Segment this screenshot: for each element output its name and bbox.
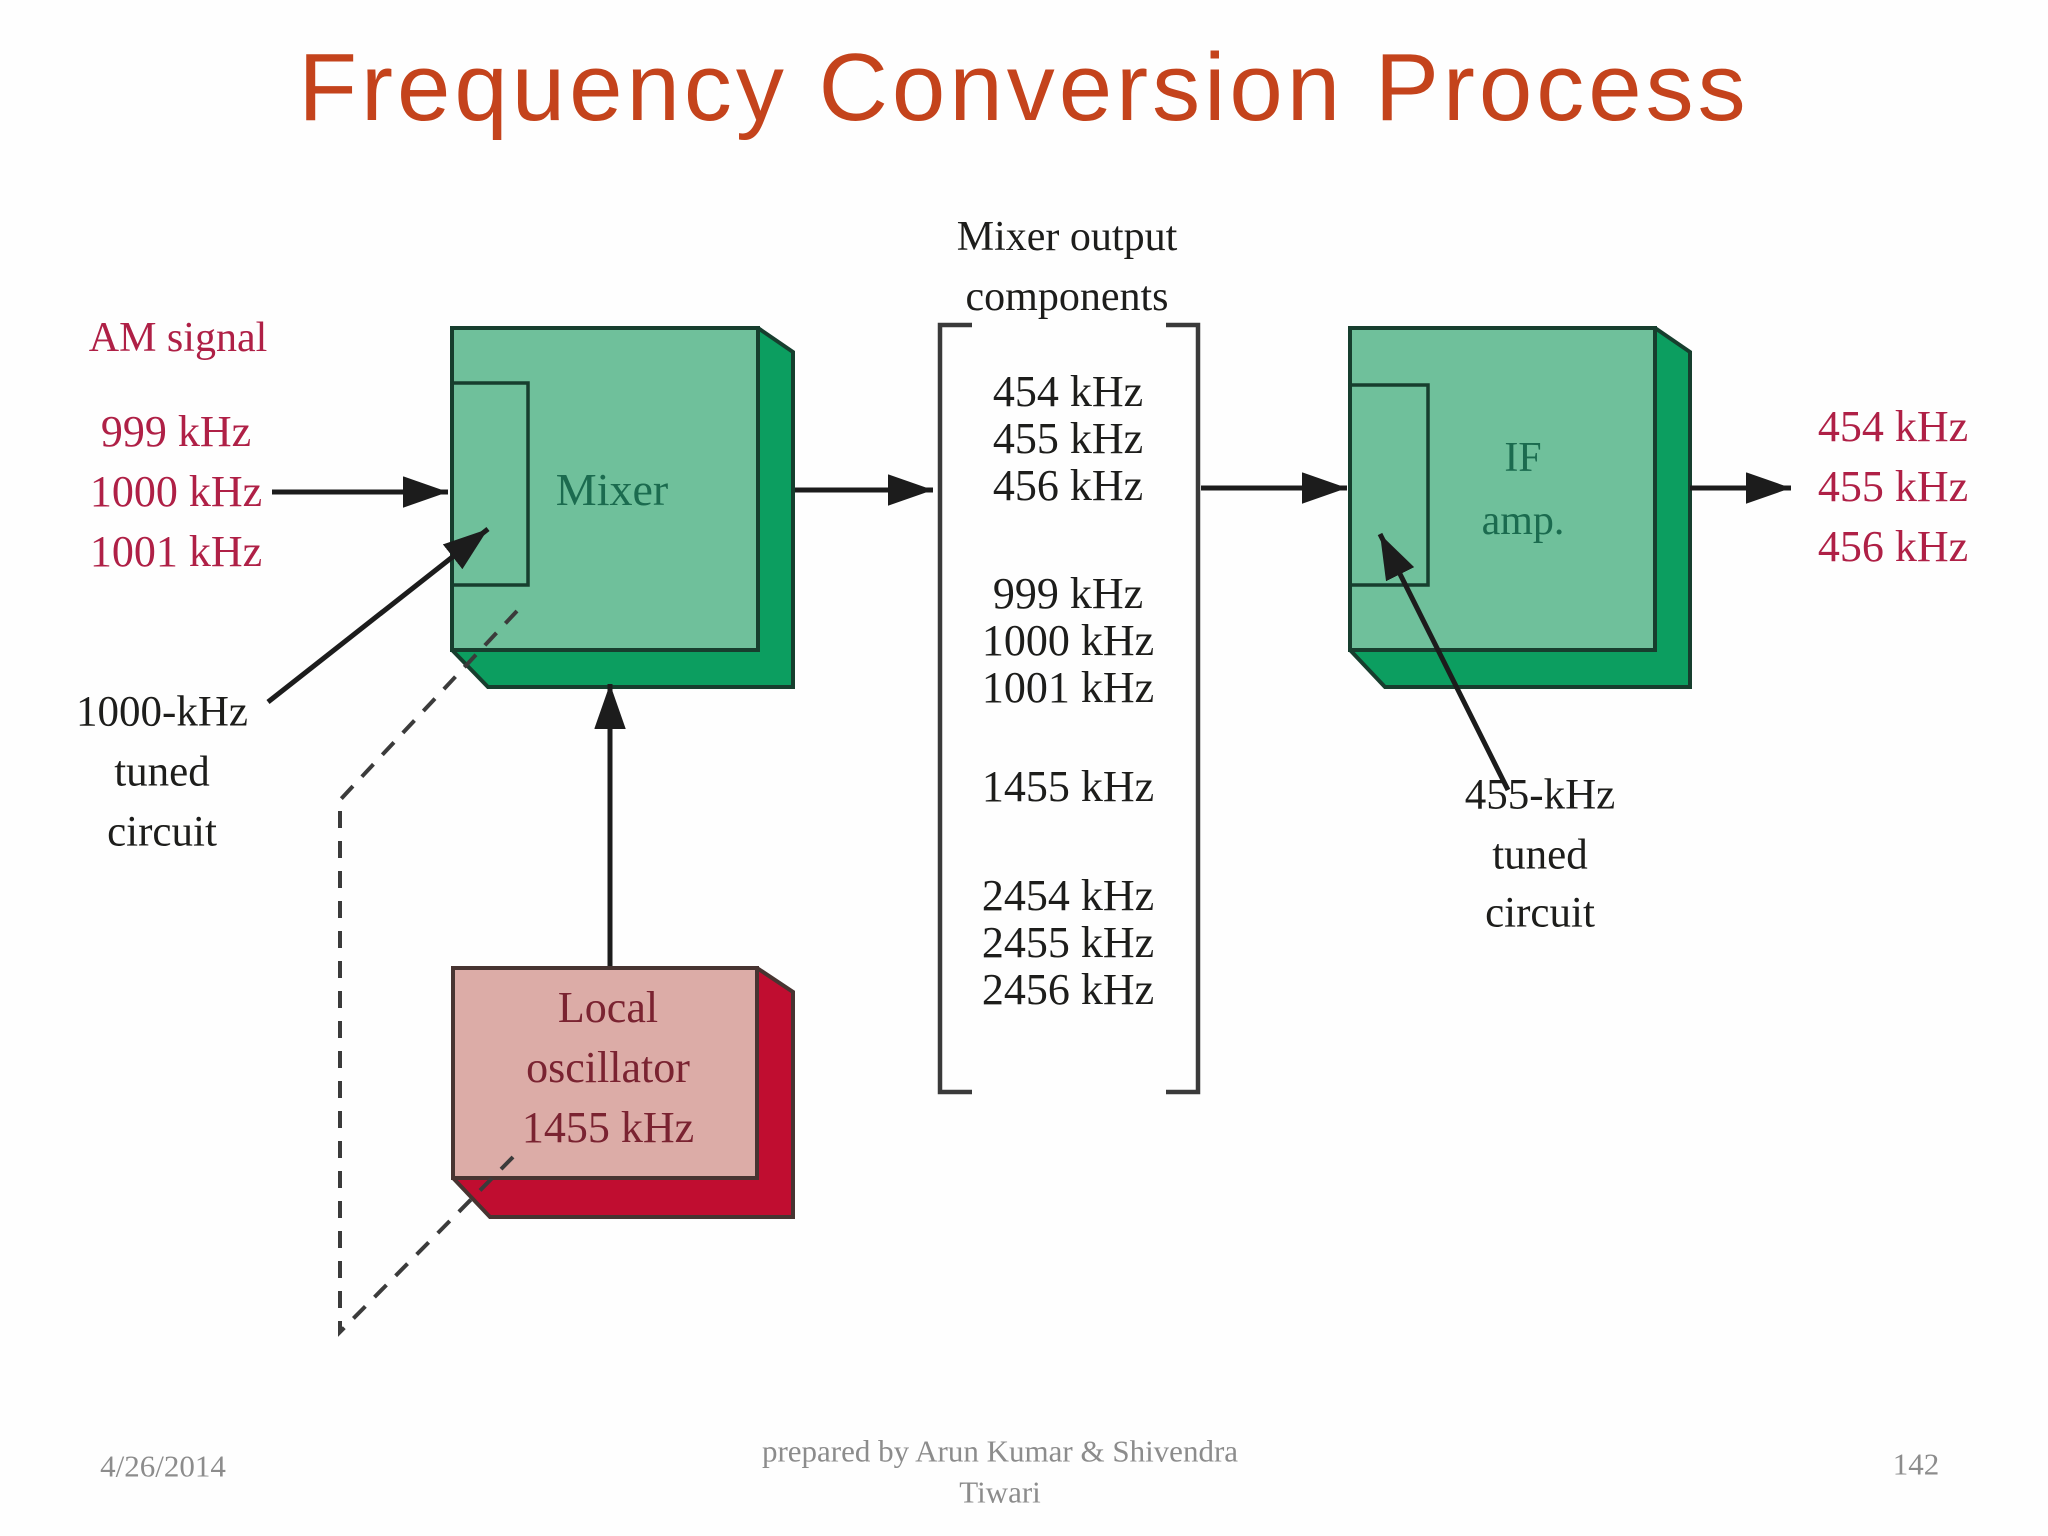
mixer-output-freq: 1455 kHz bbox=[981, 762, 1155, 811]
am-freq-line: 1001 kHz bbox=[89, 527, 263, 576]
tuned-455-label-line: circuit bbox=[1485, 889, 1595, 937]
if-amp-label-line: IF bbox=[1504, 435, 1542, 481]
tuned-1000-label-line: circuit bbox=[107, 808, 217, 856]
mixer-tuned-circuit-rect bbox=[450, 381, 530, 587]
mixer-output-label-line: Mixer output bbox=[956, 214, 1178, 260]
mixer-output-freq: 454 kHz bbox=[992, 367, 1144, 416]
if-tuned-circuit-rect bbox=[1348, 383, 1430, 587]
mixer-output-label-line: components bbox=[965, 274, 1169, 320]
am-signal-label: AM signal bbox=[88, 315, 268, 361]
oscillator-label-line: Local bbox=[557, 983, 659, 1032]
am-freq-line: 1000 kHz bbox=[89, 467, 263, 516]
oscillator-label-line: 1455 kHz bbox=[521, 1103, 695, 1152]
tuned-455-label-line: tuned bbox=[1492, 831, 1588, 879]
gang-tuning-dashed-line bbox=[338, 609, 519, 1337]
if-amp-box bbox=[1348, 326, 1657, 652]
arrow-tuned455-callout bbox=[1377, 532, 1511, 792]
output-bracket-left bbox=[937, 322, 972, 1095]
footer-date: 4/26/2014 bbox=[100, 1448, 226, 1484]
mixer-output-freq: 2454 kHz bbox=[981, 871, 1155, 920]
mixer-output-freq: 1001 kHz bbox=[981, 663, 1155, 712]
mixer-output-freq: 456 kHz bbox=[992, 461, 1144, 510]
am-freq-line: 999 kHz bbox=[100, 407, 252, 456]
footer-credit-line: prepared by Arun Kumar & Shivendra bbox=[761, 1433, 1239, 1469]
mixer-output-freq: 455 kHz bbox=[992, 414, 1144, 463]
output-freq-line: 455 kHz bbox=[1817, 462, 1969, 511]
slide-title: Frequency Conversion Process bbox=[298, 34, 1750, 141]
footer-page-number: 142 bbox=[1892, 1446, 1940, 1482]
mixer-label: Mixer bbox=[555, 464, 669, 515]
output-bracket-right bbox=[1166, 322, 1201, 1095]
tuned-455-label-line: 455-kHz bbox=[1464, 771, 1616, 819]
arrow-tuned1000-callout bbox=[266, 527, 490, 704]
output-freq-line: 454 kHz bbox=[1817, 402, 1969, 451]
oscillator-box bbox=[451, 966, 759, 1180]
footer-credit-line: Tiwari bbox=[959, 1474, 1041, 1510]
if-amp-label-line: amp. bbox=[1481, 498, 1565, 544]
tuned-1000-label-line: 1000-kHz bbox=[76, 688, 248, 736]
oscillator-label-line: oscillator bbox=[526, 1043, 690, 1092]
output-freq-line: 456 kHz bbox=[1817, 522, 1969, 571]
mixer-output-freq: 2456 kHz bbox=[981, 965, 1155, 1014]
tuned-1000-label-line: tuned bbox=[114, 748, 210, 796]
mixer-output-freq: 999 kHz bbox=[992, 569, 1144, 618]
mixer-output-freq: 2455 kHz bbox=[981, 918, 1155, 967]
mixer-output-freq: 1000 kHz bbox=[981, 616, 1155, 665]
